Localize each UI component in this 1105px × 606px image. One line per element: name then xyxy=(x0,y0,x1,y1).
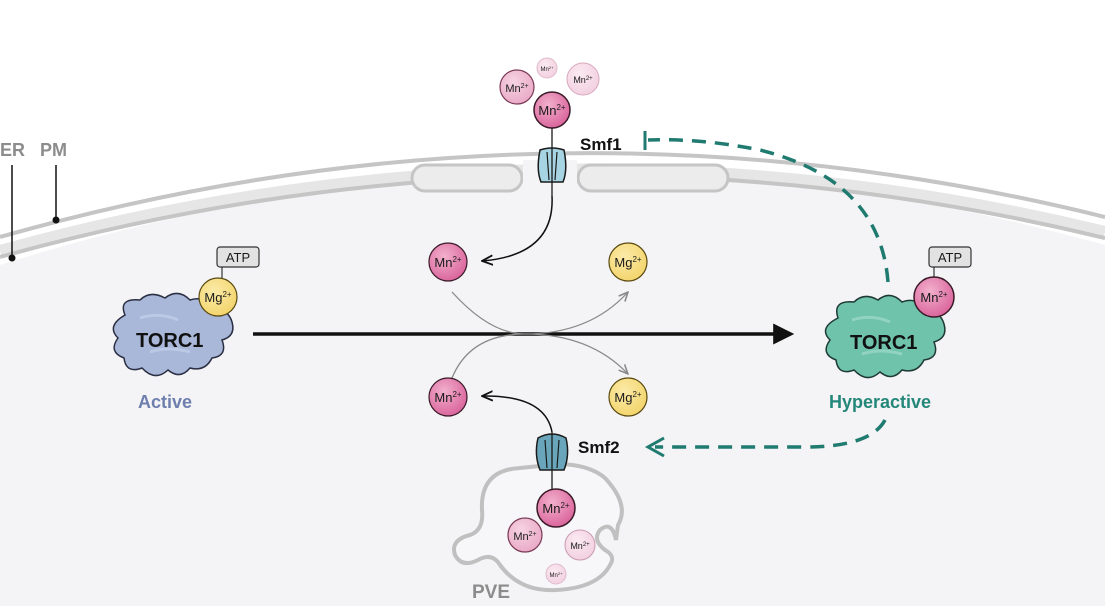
activation-dashed-line xyxy=(655,419,887,449)
mn-to-mg-exchange-bottom xyxy=(451,333,628,379)
svg-text:Mn2+: Mn2+ xyxy=(920,290,948,305)
svg-text:Mn2+: Mn2+ xyxy=(434,255,462,270)
er-segment-right xyxy=(576,163,730,193)
torc1-active[interactable] xyxy=(112,292,234,377)
svg-text:Mn2+: Mn2+ xyxy=(573,75,593,85)
smf2-label: Smf2 xyxy=(578,438,620,457)
atp-label-active: ATP xyxy=(226,250,250,265)
cell-interior xyxy=(0,172,1105,606)
smf1-label: Smf1 xyxy=(580,135,622,154)
svg-text:Mn2+: Mn2+ xyxy=(541,65,555,73)
pve-mn-ions: Mn2+ Mn2+ Mn2+ Mn2+ xyxy=(507,488,596,585)
pm-label: PM xyxy=(40,140,67,160)
inhibition-line xyxy=(647,137,890,283)
er-segment-left xyxy=(410,163,524,193)
svg-text:Mg2+: Mg2+ xyxy=(204,290,232,305)
mg-ion-active: Mg2+ xyxy=(198,277,238,317)
torc1-hyperactive-label: TORC1 xyxy=(850,332,917,354)
torc1-hyperactive-state: Hyperactive xyxy=(829,392,931,412)
svg-text:Mn2+: Mn2+ xyxy=(538,103,566,118)
torc1-active-state: Active xyxy=(138,392,192,412)
cytosolic-mn-top: Mn2+ xyxy=(428,242,468,282)
mn-ion-hyperactive: Mn2+ xyxy=(913,276,955,318)
atp-tag-hyperactive xyxy=(928,246,972,268)
smf1-import-arrow xyxy=(482,195,553,261)
torc1-active-label: TORC1 xyxy=(136,330,203,352)
cytosolic-mn-bottom: Mn2+ xyxy=(428,377,468,417)
svg-text:Mn2+: Mn2+ xyxy=(570,541,590,551)
torc1-hyperactive[interactable] xyxy=(824,294,946,379)
svg-text:Mg2+: Mg2+ xyxy=(614,390,642,405)
pve-label: PVE xyxy=(472,582,510,603)
svg-text:Mn2+: Mn2+ xyxy=(434,390,462,405)
cytosolic-mg-bottom: Mg2+ xyxy=(608,377,648,417)
svg-text:Mn2+: Mn2+ xyxy=(550,571,564,579)
cytosolic-mg-top: Mg2+ xyxy=(608,242,648,282)
svg-text:Mn2+: Mn2+ xyxy=(505,83,528,95)
atp-label-hyperactive: ATP xyxy=(938,250,962,265)
er-pointer-dot xyxy=(8,254,16,262)
svg-text:Mn2+: Mn2+ xyxy=(513,531,536,543)
extracellular-mn-ions: Mn2+ Mn2+ Mn2+ Mn2+ xyxy=(499,57,600,129)
pm-pointer-dot xyxy=(52,216,60,224)
activation-dashed-arrowhead xyxy=(644,436,665,458)
er-label: ER xyxy=(0,140,25,160)
smf2-import-arrow xyxy=(482,396,553,433)
svg-text:Mg2+: Mg2+ xyxy=(614,255,642,270)
svg-text:Mn2+: Mn2+ xyxy=(542,501,570,516)
atp-tag-active xyxy=(216,246,260,268)
